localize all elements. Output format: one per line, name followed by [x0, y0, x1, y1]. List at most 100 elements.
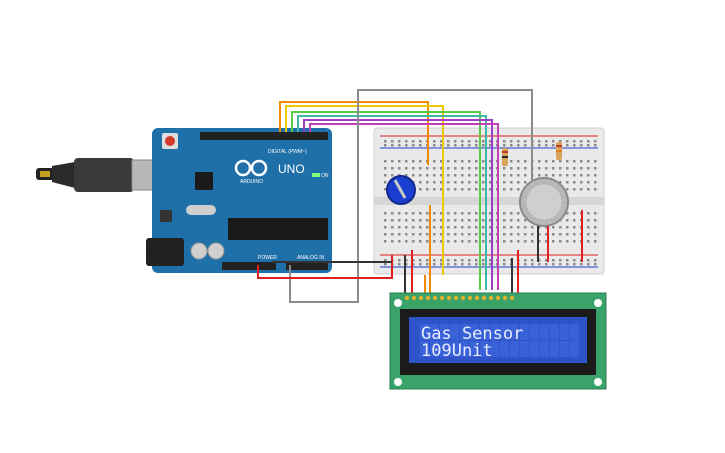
- breadboard-hole: [489, 160, 492, 163]
- breadboard-hole: [440, 140, 443, 143]
- breadboard-hole: [391, 144, 394, 147]
- lcd-pin: [502, 295, 508, 301]
- breadboard-hole: [384, 140, 387, 143]
- breadboard-hole: [426, 219, 429, 222]
- breadboard-hole: [412, 219, 415, 222]
- analog-header: [286, 262, 328, 270]
- power-jack: [146, 238, 184, 266]
- lcd-cell: [470, 341, 479, 357]
- lcd-cell: [500, 341, 509, 357]
- breadboard-hole: [461, 219, 464, 222]
- breadboard-hole: [475, 233, 478, 236]
- breadboard-hole: [412, 174, 415, 177]
- breadboard-hole: [440, 212, 443, 215]
- breadboard-hole: [468, 181, 471, 184]
- lcd-pin: [481, 295, 487, 301]
- breadboard-hole: [405, 233, 408, 236]
- breadboard-hole: [524, 160, 527, 163]
- lcd-cell: [430, 341, 439, 357]
- breadboard-hole: [573, 144, 576, 147]
- breadboard-hole: [482, 233, 485, 236]
- breadboard-hole: [559, 174, 562, 177]
- breadboard-hole: [510, 167, 513, 170]
- breadboard-hole: [489, 233, 492, 236]
- breadboard-hole: [517, 167, 520, 170]
- breadboard-hole: [559, 181, 562, 184]
- lcd-cell: [500, 324, 509, 340]
- breadboard-hole: [447, 174, 450, 177]
- breadboard-hole: [559, 263, 562, 266]
- breadboard-hole: [482, 259, 485, 262]
- breadboard-hole: [538, 240, 541, 243]
- breadboard-hole: [580, 144, 583, 147]
- breadboard-hole: [398, 140, 401, 143]
- breadboard-hole: [405, 140, 408, 143]
- breadboard-hole: [510, 226, 513, 229]
- breadboard-hole: [447, 226, 450, 229]
- lcd-cell: [560, 341, 569, 357]
- breadboard-hole: [552, 226, 555, 229]
- breadboard-hole: [566, 259, 569, 262]
- breadboard-hole: [412, 233, 415, 236]
- breadboard-hole: [412, 240, 415, 243]
- breadboard-hole: [587, 188, 590, 191]
- breadboard-hole: [559, 259, 562, 262]
- breadboard-hole: [538, 140, 541, 143]
- breadboard-hole: [531, 263, 534, 266]
- breadboard-hole: [405, 226, 408, 229]
- breadboard-hole: [573, 167, 576, 170]
- breadboard-hole: [454, 181, 457, 184]
- breadboard-hole: [454, 226, 457, 229]
- breadboard-hole: [384, 212, 387, 215]
- breadboard-hole: [594, 259, 597, 262]
- breadboard-hole: [398, 226, 401, 229]
- breadboard-hole: [538, 259, 541, 262]
- breadboard-hole: [384, 167, 387, 170]
- breadboard-hole: [419, 188, 422, 191]
- breadboard-hole: [566, 240, 569, 243]
- breadboard-hole: [391, 240, 394, 243]
- breadboard-hole: [524, 167, 527, 170]
- lcd-line-1: Gas Sensor: [421, 324, 523, 344]
- breadboard-hole: [594, 233, 597, 236]
- breadboard-hole: [545, 160, 548, 163]
- potentiometer[interactable]: [386, 175, 416, 205]
- breadboard-hole: [475, 259, 478, 262]
- breadboard-hole: [552, 240, 555, 243]
- breadboard-hole: [573, 160, 576, 163]
- breadboard-hole: [517, 181, 520, 184]
- breadboard-hole: [426, 226, 429, 229]
- lcd-cell: [490, 341, 499, 357]
- breadboard-hole: [566, 226, 569, 229]
- breadboard-hole: [433, 174, 436, 177]
- breadboard-hole: [433, 259, 436, 262]
- breadboard-hole: [594, 174, 597, 177]
- breadboard-hole: [398, 212, 401, 215]
- breadboard-hole: [524, 144, 527, 147]
- breadboard-hole: [538, 174, 541, 177]
- lcd-pin: [439, 295, 445, 301]
- breadboard-hole: [461, 160, 464, 163]
- breadboard-hole: [447, 144, 450, 147]
- lcd-cell: [530, 324, 539, 340]
- breadboard-hole: [412, 259, 415, 262]
- breadboard-hole: [384, 144, 387, 147]
- breadboard-hole: [475, 263, 478, 266]
- breadboard-hole: [573, 226, 576, 229]
- gas-sensor: [519, 177, 569, 227]
- breadboard-hole: [580, 140, 583, 143]
- breadboard-hole: [398, 144, 401, 147]
- arduino-uno-board: UNO ARDUINO DIGITAL (PWM~) POWER ANALOG …: [146, 128, 332, 273]
- breadboard-hole: [398, 240, 401, 243]
- lcd-cell: [450, 324, 459, 340]
- breadboard-hole: [503, 233, 506, 236]
- lcd-line-2: 109Unit: [421, 341, 493, 361]
- lcd-cell: [470, 324, 479, 340]
- breadboard-hole: [468, 226, 471, 229]
- breadboard-hole: [545, 240, 548, 243]
- breadboard-hole: [461, 188, 464, 191]
- breadboard-hole: [587, 219, 590, 222]
- wire-magenta: [309, 123, 499, 290]
- breadboard-hole: [566, 174, 569, 177]
- breadboard-hole: [461, 212, 464, 215]
